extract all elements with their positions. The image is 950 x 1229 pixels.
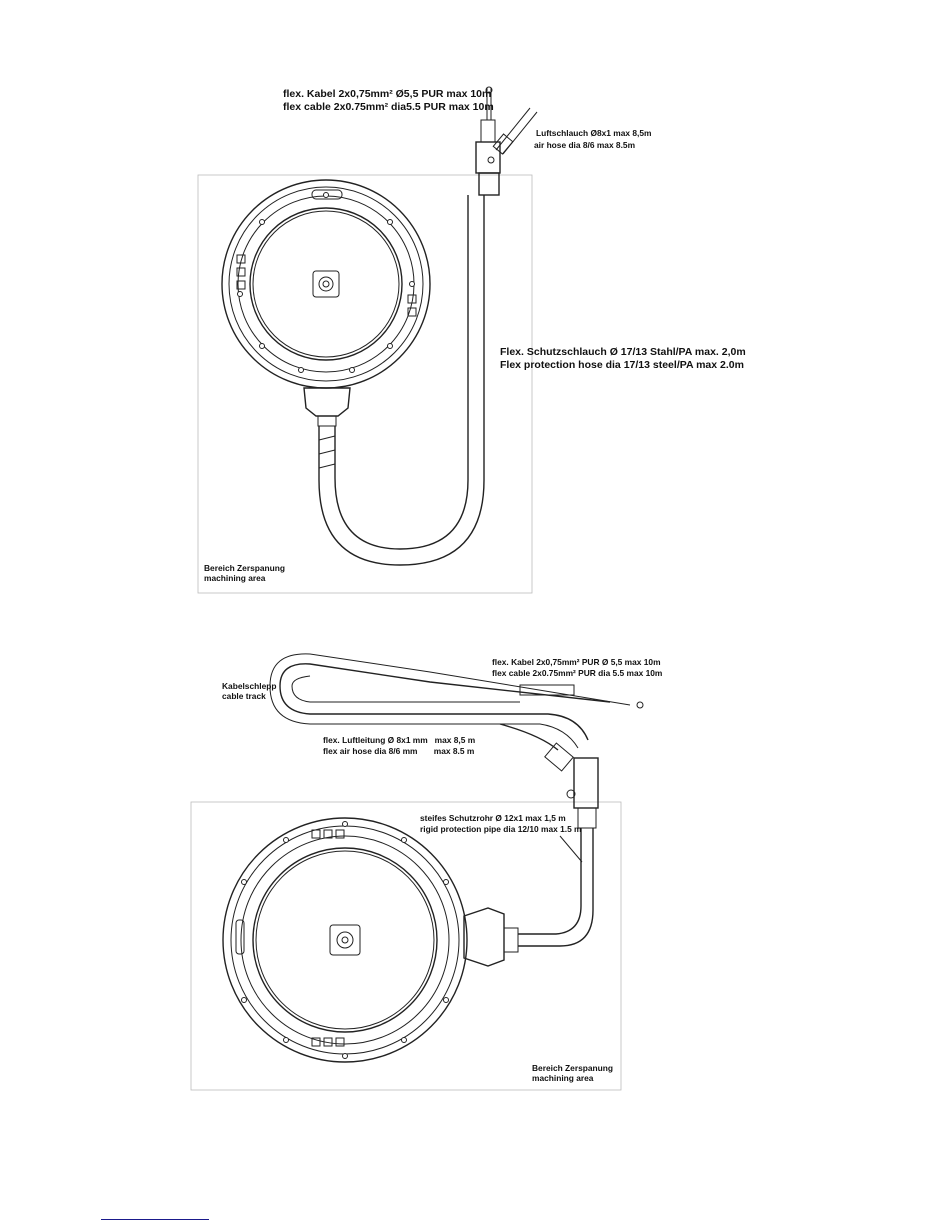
footnote-separator xyxy=(101,1219,209,1220)
pipe-leader-line xyxy=(559,835,583,863)
rigid-pipe xyxy=(518,828,594,947)
machining-area-frame-bottom xyxy=(190,801,622,1091)
bottom-air-label-de: flex. Luftleitung Ø 8x1 mm max 8,5 m xyxy=(323,735,475,745)
track-label-de: Kabelschlepp xyxy=(222,681,276,691)
top-area-label-en: machining area xyxy=(204,573,266,583)
top-area-label-de: Bereich Zerspanung xyxy=(204,563,285,573)
top-hose-label-en: Flex protection hose dia 17/13 steel/PA … xyxy=(500,359,744,371)
top-diagram: flex. Kabel 2x0,75mm² Ø5,5 PUR max 10m f… xyxy=(197,86,746,594)
bottom-area-label-en: machining area xyxy=(532,1073,594,1083)
bottom-fitting xyxy=(499,723,599,829)
pipe-label-de: steifes Schutzrohr Ø 12x1 max 1,5 m xyxy=(420,813,566,823)
sensor-disc xyxy=(221,179,431,389)
machining-area-frame xyxy=(197,174,533,594)
sensor-disc-bottom xyxy=(222,817,468,1063)
pipe-label-en: rigid protection pipe dia 12/10 max 1.5 … xyxy=(420,824,582,834)
bottom-diagram: flex. Kabel 2x0,75mm² PUR Ø 5,5 max 10m … xyxy=(190,653,662,1091)
top-air-label-en: air hose dia 8/6 max 8.5m xyxy=(534,140,635,150)
bottom-air-label-en: flex air hose dia 8/6 mm max 8.5 m xyxy=(323,746,474,756)
cable-track xyxy=(269,653,644,749)
bottom-area-label-de: Bereich Zerspanung xyxy=(532,1063,613,1073)
track-label-en: cable track xyxy=(222,691,266,701)
top-hose-label-de: Flex. Schutzschlauch Ø 17/13 Stahl/PA ma… xyxy=(500,346,746,358)
connector-housing-bottom xyxy=(463,907,519,967)
connector-housing xyxy=(303,387,351,469)
top-air-label-de: Luftschlauch Ø8x1 max 8,5m xyxy=(536,128,651,138)
protection-hose xyxy=(318,195,485,566)
top-fitting xyxy=(475,86,538,196)
bottom-cable-label-de: flex. Kabel 2x0,75mm² PUR Ø 5,5 max 10m xyxy=(492,657,661,667)
top-cable-label-en: flex cable 2x0.75mm² dia5.5 PUR max 10m xyxy=(283,101,494,113)
bottom-cable-label-en: flex cable 2x0.75mm² PUR dia 5.5 max 10m xyxy=(492,668,662,678)
top-cable-label-de: flex. Kabel 2x0,75mm² Ø5,5 PUR max 10m xyxy=(283,88,491,100)
